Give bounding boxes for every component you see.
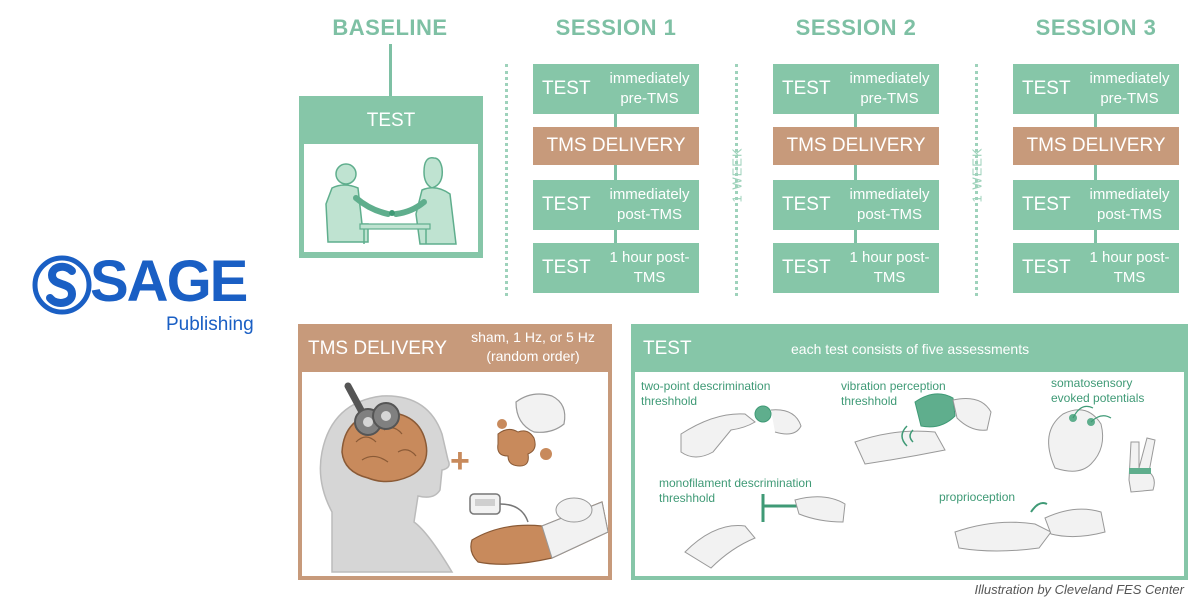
baseline-illustration-frame [304,144,478,252]
separator-session1-session2 [735,64,738,296]
session-1-test-pre-note: immediately pre-TMS [609,70,690,107]
session-1-test-pre: TEST immediately pre-TMS [533,64,699,114]
session-3-column: SESSION 3 TEST immediately pre-TMS TMS D… [1013,0,1179,300]
test-panel-title: TEST [643,338,692,359]
sage-wordmark: SAGE [90,249,248,314]
test-panel: TEST each test consists of five assessme… [631,324,1188,580]
session-1-test-post: TEST immediately post-TMS [533,180,699,230]
session-3-title: SESSION 3 [1035,15,1157,40]
session-3-test-post: TEST immediately post-TMS [1013,180,1179,230]
week-label-2: 1 WEEK [969,147,985,203]
session-1-test-post-label: TEST [542,194,591,215]
test-panel-subtitle: each test consists of five assessments [791,341,1030,357]
session-3-spine [1094,114,1097,244]
baseline-test-box: TEST [299,96,483,258]
tms-delivery-panel: TMS DELIVERY sham, 1 Hz, or 5 Hz (random… [298,324,612,580]
session-2-test-hour: TEST 1 hour post-TMS [773,243,939,293]
session-3-test-hour-note: 1 hour post-TMS [1089,249,1170,286]
clinician-and-patient-illustration [325,157,457,245]
assessment-vibration-line2: threshhold [841,394,898,408]
week-label-1: 1 WEEK [729,147,745,203]
separator-baseline-session1 [505,64,508,296]
tms-panel-note-line2: (random order) [486,348,580,364]
session-1-test-hour-note: 1 hour post-TMS [609,249,690,286]
session-1-tms-delivery: TMS DELIVERY [533,127,699,165]
session-2-title: SESSION 2 [795,15,917,40]
assessment-two-point-line2: threshhold [641,394,698,408]
session-3-test-pre-note: immediately pre-TMS [1089,70,1170,107]
separator-session2-session3 [975,64,978,296]
assessment-somatosensory-label: somatosensory evoked potentials [1051,376,1144,406]
session-1-column: SESSION 1 TEST immediately pre-TMS TMS D… [533,0,699,300]
tms-panel-note-line1: sham, 1 Hz, or 5 Hz [471,329,595,345]
session-1-test-hour: TEST 1 hour post-TMS [533,243,699,293]
session-2-spine [854,114,857,244]
assessment-two-point-line1: two-point descrimination [641,379,771,393]
session-1-test-hour-label: TEST [542,257,591,278]
session-3-test-hour-label: TEST [1022,257,1071,278]
session-1-test-pre-label: TEST [542,78,591,99]
tms-illustration-frame: + [302,372,609,576]
assessment-monofilament-line1: monofilament descrimination [659,476,812,490]
session-1-test-post-note: immediately post-TMS [609,186,690,223]
session-2-test-pre-note: immediately pre-TMS [849,70,930,107]
session-2-tms-delivery: TMS DELIVERY [773,127,939,165]
assessment-monofilament-line2: threshhold [659,491,716,505]
assessment-vibration-line1: vibration perception [841,379,946,393]
session-2-column: SESSION 2 TEST immediately pre-TMS TMS D… [773,0,939,300]
baseline-title: BASELINE [332,15,448,40]
test-illustration-frame: two-point descrimination threshhold vibr… [635,372,1184,576]
session-2-test-post-note: immediately post-TMS [849,186,930,223]
baseline-connector [389,44,392,96]
session-3-tms-delivery: TMS DELIVERY [1013,127,1179,165]
session-3-test-hour: TEST 1 hour post-TMS [1013,243,1179,293]
session-2-test-pre-label: TEST [782,78,831,99]
session-1-title: SESSION 1 [555,15,677,40]
assessment-proprioception-line1: proprioception [939,490,1016,504]
tms-panel-title: TMS DELIVERY [308,338,448,359]
session-3-test-post-note: immediately post-TMS [1089,186,1170,223]
session-1-spine [614,114,617,244]
session-2-test-post: TEST immediately post-TMS [773,180,939,230]
assessment-somatosensory-line2: evoked potentials [1051,391,1145,405]
sage-logo: SAGE Publishing [32,249,272,342]
sensory-assessments-illustration [680,393,1156,569]
assessment-somatosensory-line1: somatosensory [1051,376,1133,390]
session-3-test-pre: TEST immediately pre-TMS [1013,64,1179,114]
sage-s-emblem-icon [32,255,92,315]
assessment-vibration-label: vibration perception threshhold [841,379,946,409]
illustration-credit: Illustration by Cleveland FES Center [974,582,1184,597]
assessment-proprioception-label: proprioception [939,490,1015,505]
tms-head-and-stimulation-illustration [319,382,609,573]
session-2-test-pre: TEST immediately pre-TMS [773,64,939,114]
assessment-two-point-label: two-point descrimination threshhold [641,379,770,409]
assessment-monofilament-label: monofilament descrimination threshhold [659,476,812,506]
session-2-test-post-label: TEST [782,194,831,215]
plus-sign: + [450,442,470,480]
session-2-test-hour-label: TEST [782,257,831,278]
sage-publishing-label: Publishing [166,314,254,335]
session-3-test-post-label: TEST [1022,194,1071,215]
session-2-test-hour-note: 1 hour post-TMS [849,249,930,286]
baseline-test-label: TEST [366,110,416,131]
session-3-test-pre-label: TEST [1022,78,1071,99]
